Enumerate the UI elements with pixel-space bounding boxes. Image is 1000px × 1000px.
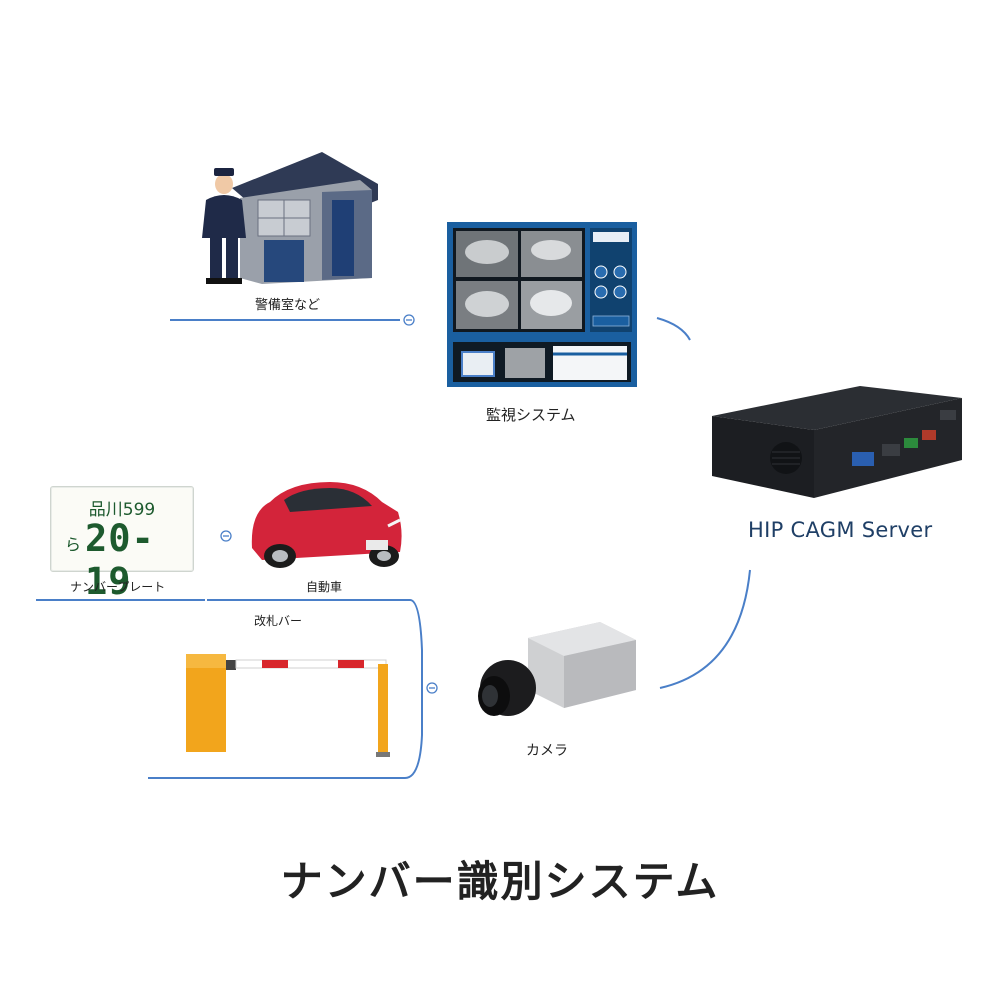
monitor-screen-icon: [447, 222, 637, 387]
camera-icon: [478, 622, 636, 716]
page-title: ナンバー識別システム: [280, 857, 720, 906]
gate-bar-label: 改札バー: [254, 614, 303, 628]
guardhouse-label: 警備室など: [255, 298, 321, 313]
plate-kana: ら: [65, 535, 82, 554]
gate-bar-icon: [186, 654, 390, 757]
camera-server-connector: [659, 569, 751, 689]
car-label: 自動車: [306, 580, 343, 594]
connector-lines: [36, 317, 751, 779]
server-label: HIP CAGM Server: [748, 518, 933, 542]
plate-number: 20-19: [85, 517, 155, 603]
guardhouse-icon: [202, 152, 378, 284]
server-icon: [712, 386, 962, 498]
car-icon: [251, 482, 402, 568]
license-plate: 品川599 ら 20-19: [50, 486, 194, 603]
monitor-server-connector: [656, 317, 691, 341]
plate-label: ナンバープレート: [70, 580, 166, 594]
monitor-label: 監視システム: [486, 406, 576, 424]
gate-bracket: [148, 599, 423, 779]
collapse-markers: [220, 314, 438, 694]
camera-label: カメラ: [526, 743, 568, 759]
plate-region: 品川599: [88, 500, 156, 520]
